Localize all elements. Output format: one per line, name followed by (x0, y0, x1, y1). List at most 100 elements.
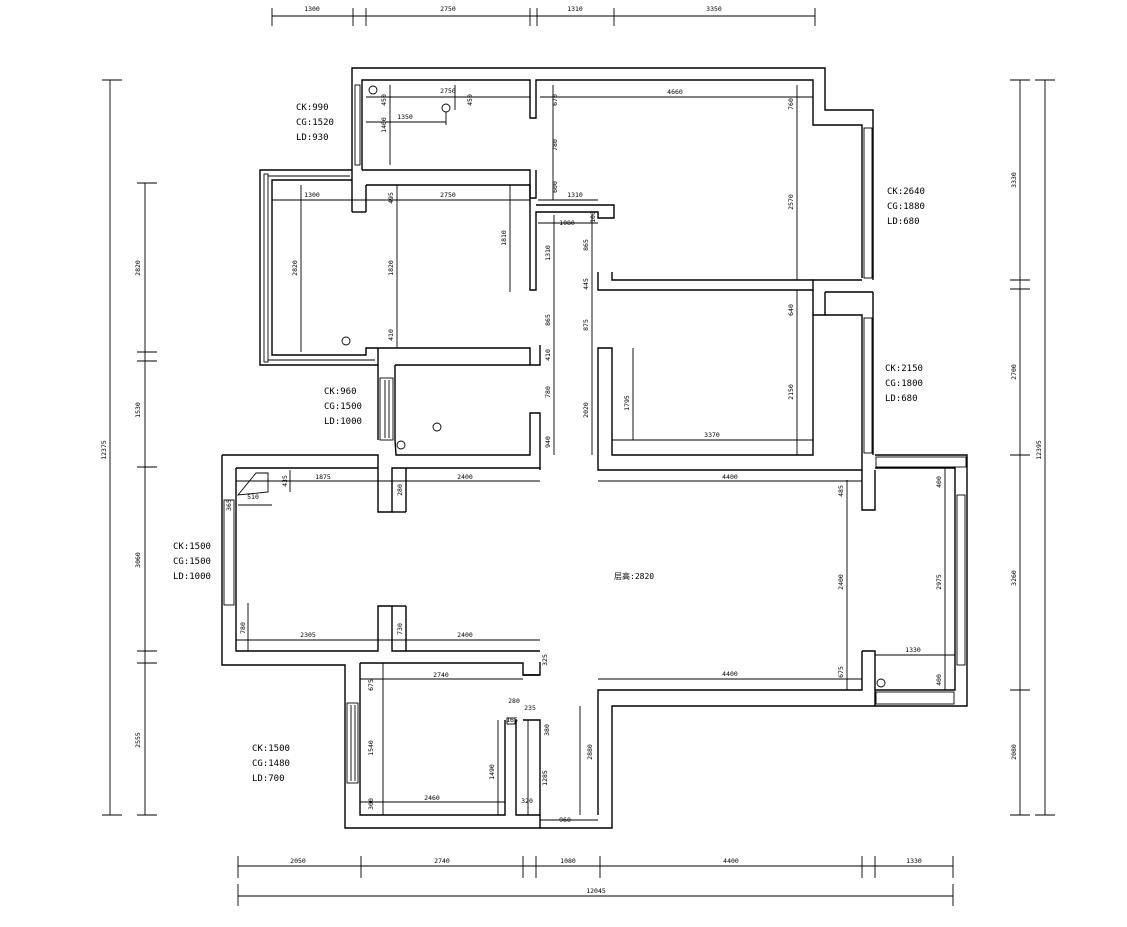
left-dim-1: 2820 (134, 260, 142, 276)
bottom-dim-3: 1080 (560, 857, 576, 865)
top-dim-2: 2750 (440, 5, 456, 13)
room-ld: LD:680 (885, 394, 918, 404)
dim-text: 3370 (704, 431, 720, 439)
dim-text: 435 (281, 475, 289, 487)
window-master-bed (863, 127, 873, 279)
drain-icon (432, 422, 442, 432)
dim-text: 485 (837, 485, 845, 497)
dim-text: 2400 (457, 631, 473, 639)
dim-text: 320 (521, 797, 533, 805)
dim-text: 960 (559, 816, 571, 824)
dim-text: 2305 (300, 631, 316, 639)
room-ck: CK:2150 (885, 364, 923, 374)
bottom-dimension-chain: 2050 2740 1080 4400 1330 12045 (237, 856, 954, 906)
room-ld: LD:680 (887, 217, 920, 227)
dim-text: 400 (935, 476, 943, 488)
dim-text: 760 (787, 98, 795, 110)
dim-text: 4660 (667, 88, 683, 96)
dim-text: 410 (387, 329, 395, 341)
right-dimension-chain: 3330 2700 3260 2080 12395 (1010, 79, 1055, 816)
dim-text: 165 (506, 716, 518, 724)
right-dim-3: 3260 (1010, 570, 1018, 586)
window-top-toilet (354, 84, 361, 166)
window-second-bed (863, 317, 873, 454)
dim-text: 2975 (935, 574, 943, 590)
window-bay (263, 173, 269, 363)
room-ck: CK:990 (296, 103, 329, 113)
dim-text: 1820 (387, 260, 395, 276)
dim-text: 400 (935, 674, 943, 686)
room-ck: CK:960 (324, 387, 357, 397)
dim-text: 600 (551, 181, 559, 193)
dim-text: 2820 (291, 260, 299, 276)
dim-text: 280 (508, 697, 520, 705)
dim-text: 670 (551, 94, 559, 106)
right-total: 12395 (1035, 440, 1043, 460)
room-ld: LD:1000 (173, 572, 211, 582)
dim-text: 2750 (440, 191, 456, 199)
room-note-second-bedroom: CK:2150 CG:1800 LD:680 (885, 364, 923, 404)
window-balcony-bottom (875, 691, 955, 705)
bottom-total: 12045 (586, 887, 606, 895)
inner-dimension-texts: 2750 450 450 1350 1400 4660 670 780 600 … (225, 87, 943, 824)
dim-text: 510 (247, 493, 259, 501)
room-note-small-room: CK:960 CG:1500 LD:1000 (324, 387, 362, 427)
dim-text: 235 (524, 704, 536, 712)
dim-text: 780 (239, 622, 247, 634)
room-cg: CG:1520 (296, 118, 334, 128)
window-living-left (223, 499, 235, 606)
room-ld: LD:930 (296, 133, 329, 143)
dim-text: 2740 (433, 671, 449, 679)
dim-text: 1310 (567, 191, 583, 199)
dim-text: 4400 (722, 670, 738, 678)
dim-text: 865 (544, 314, 552, 326)
top-dimension-chain: 1300 2750 1310 3350 (271, 5, 816, 26)
dim-text: 1795 (623, 395, 631, 411)
dim-text: 940 (544, 436, 552, 448)
room-ld: LD:700 (252, 774, 285, 784)
dim-text: 100 (589, 211, 597, 223)
walls (221, 67, 968, 829)
room-cg: CG:1500 (324, 402, 362, 412)
dim-text: 1310 (544, 245, 552, 261)
dim-text: 1350 (397, 113, 413, 121)
dim-text: 2020 (582, 402, 590, 418)
left-dim-4: 2555 (134, 732, 142, 748)
bottom-dim-1: 2050 (290, 857, 306, 865)
room-cg: CG:1880 (887, 202, 925, 212)
room-ld: LD:1000 (324, 417, 362, 427)
ceiling-height-label: 层高:2820 (614, 571, 654, 581)
bottom-dim-2: 2740 (434, 857, 450, 865)
dim-text: 1490 (488, 764, 496, 780)
dim-text: 450 (466, 94, 474, 106)
room-note-master-bedroom: CK:2640 CG:1880 LD:680 (887, 187, 925, 227)
fixtures (236, 85, 886, 725)
dim-text: 1300 (304, 191, 320, 199)
dim-text: 1875 (315, 473, 331, 481)
window-left-small (379, 377, 394, 441)
windows (223, 84, 967, 784)
dim-text: 1330 (905, 646, 921, 654)
dim-text: 495 (387, 192, 395, 204)
dim-text: 780 (551, 139, 559, 151)
room-note-bottom-bedroom: CK:1500 CG:1480 LD:700 (252, 744, 290, 784)
flue-icon (236, 472, 269, 496)
dim-text: 2400 (837, 574, 845, 590)
dim-text: 675 (367, 679, 375, 691)
room-ck: CK:1500 (252, 744, 290, 754)
left-dimension-chain: 12375 2820 1530 3060 2555 (100, 79, 157, 816)
window-living-right (956, 494, 966, 666)
dim-text: 675 (837, 666, 845, 678)
dim-text: 2880 (586, 744, 594, 760)
dim-text: 280 (396, 484, 404, 496)
window-bottom-bed (346, 702, 359, 784)
window-balcony-top (875, 456, 967, 468)
dim-text: 450 (380, 94, 388, 106)
room-note-top-toilet: CK:990 CG:1520 LD:930 (296, 103, 334, 143)
room-notes: CK:990 CG:1520 LD:930 CK:2640 CG:1880 LD… (173, 103, 925, 784)
dim-text: 380 (543, 724, 551, 736)
room-cg: CG:1500 (173, 557, 211, 567)
dim-text: 325 (541, 654, 549, 666)
bottom-dim-5: 1330 (906, 857, 922, 865)
